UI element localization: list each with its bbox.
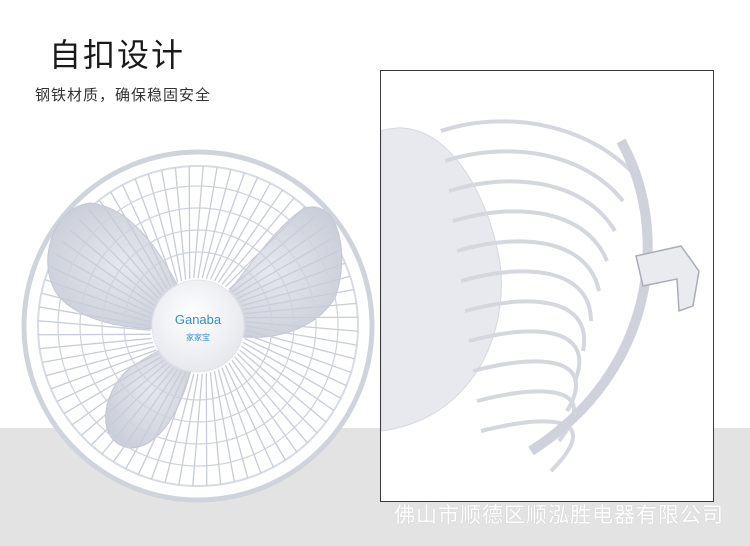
clip-detail-image (381, 71, 713, 501)
page-subtitle: 钢铁材质，确保稳固安全 (35, 86, 212, 104)
fan-grille-spokes (38, 166, 358, 486)
clip-detail-closeup (380, 70, 714, 502)
detail-grille-wires (440, 119, 633, 473)
fan-brand-chinese: 家家宝 (186, 332, 210, 342)
detail-clip-bracket (635, 245, 700, 313)
page-title: 自扣设计 (49, 36, 186, 74)
fan-grille-rings (57, 185, 339, 467)
company-watermark: 佛山市顺德区顺泓胜电器有限公司 (394, 503, 724, 527)
detail-outer-ring (528, 138, 653, 456)
fan-hub (151, 279, 245, 373)
fan-image: Ganaba 家家宝 (21, 149, 375, 503)
fan-brand-logo: Ganaba (175, 312, 222, 327)
